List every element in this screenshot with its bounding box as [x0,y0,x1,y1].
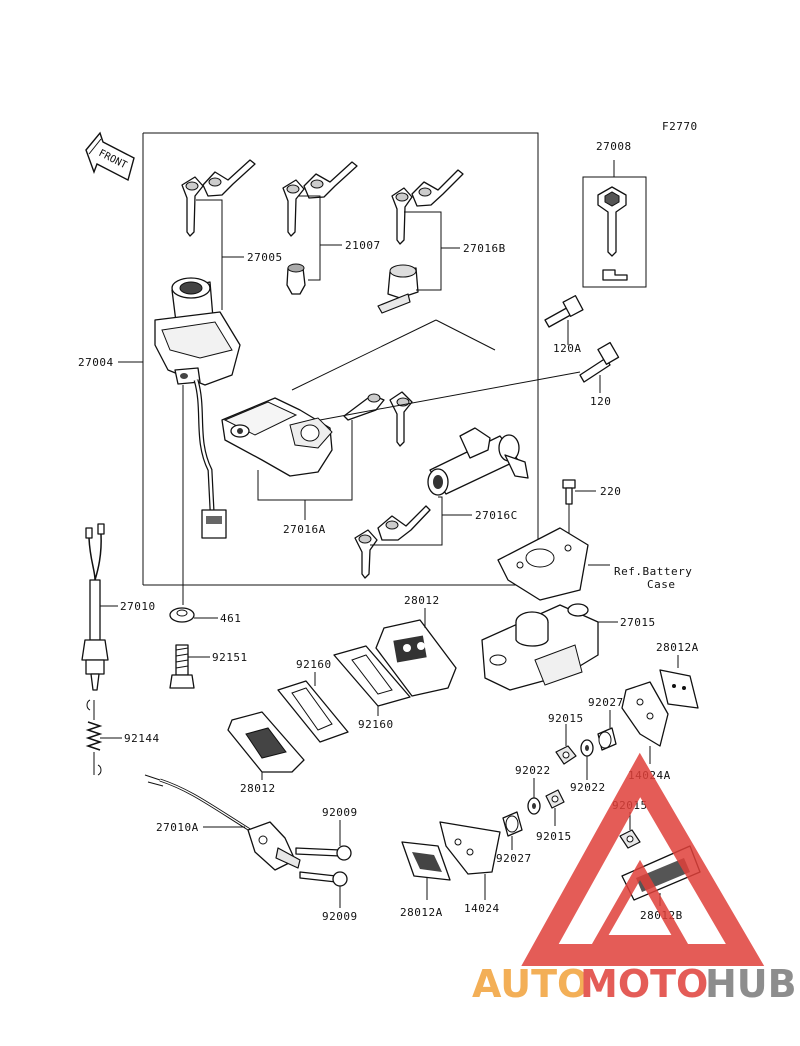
label-ref-battery-case: Case [647,578,676,591]
wire-sensor-27010 [81,523,109,691]
watermark-inner-triangle-icon [591,859,689,945]
gasket-92160-b [333,645,411,707]
bolt-92151 [169,644,195,689]
label-92027-b: 92027 [496,852,532,865]
key-set-27016B [377,169,464,314]
screw-92009-b [299,871,348,887]
label-92151: 92151 [212,651,248,664]
label-27005: 27005 [247,251,283,264]
plate-28012A-bottom [401,841,451,881]
key-set-27016C [354,505,431,579]
label-120: 120 [590,395,611,408]
spare-key-icon [597,186,628,281]
watermark-hub: HUB [705,962,797,1006]
label-92027-a: 92027 [588,696,624,709]
label-28012-top: 28012 [404,594,440,607]
label-92009-b: 92009 [322,910,358,923]
key-set-27005 [181,159,256,237]
automotohub-watermark-logo: AUTO MOTO HUB [472,752,797,1006]
bolt-120 [579,341,620,383]
label-120A: 120A [553,342,582,355]
bracket-27015 [481,603,599,691]
label-28012A-top: 28012A [656,641,699,654]
ignition-switch [154,277,241,539]
leader-27016A-top [291,319,437,391]
label-27010: 27010 [120,600,156,613]
rubber-14024 [439,821,501,875]
label-27004: 27004 [78,356,114,369]
bolt-120A [544,295,584,328]
label-27016A: 27016A [283,523,326,536]
label-92160-b: 92160 [358,718,394,731]
watermark-triangle-icon [521,752,765,966]
washer-92022-a [580,739,594,757]
screw-92009-a [295,845,352,861]
rubber-14024A [621,681,669,747]
label-28012-bottom: 28012 [240,782,276,795]
gasket-92160-a [277,680,349,743]
seat-lock-27016A [221,397,333,477]
label-27016B: 27016B [463,242,506,255]
label-92009-a: 92009 [322,806,358,819]
collar-92027-b [502,811,523,837]
label-461: 461 [220,612,241,625]
spring-92144 [85,699,103,776]
battery-case-bracket [497,527,589,601]
label-220: 220 [600,485,621,498]
label-92022-b: 92022 [570,781,606,794]
label-21007: 21007 [345,239,381,252]
plate-28012A-top [659,669,699,709]
key-set-27016A [343,391,413,447]
assembly-frame [143,132,539,586]
label-92160-a: 92160 [296,658,332,671]
nut-92015-a [555,745,577,765]
lock-cylinder-27016C [427,427,529,496]
label-92015-a: 92015 [548,712,584,725]
label-27016C: 27016C [475,509,518,522]
washer-461 [169,607,195,623]
nut-92015-b [545,789,565,809]
label-ref-battery: Ref.Battery [614,565,692,578]
leader-21007-a [298,195,321,281]
label-92015-c: 92015 [536,830,572,843]
label-92022-a: 92022 [515,764,551,777]
plate-28012-bottom [227,711,305,773]
collar-92027-a [597,727,617,751]
label-14024: 14024 [464,902,500,915]
figure-code: F2770 [662,120,698,133]
leader-27005-a [196,199,223,310]
switch-27010A [144,774,301,871]
watermark-moto: MOTO [580,962,708,1006]
label-27010A: 27010A [156,821,199,834]
label-27015: 27015 [620,616,656,629]
key-set-21007 [282,161,358,295]
nut-92015-c [619,829,641,849]
front-arrow-icon: FRONT [85,131,135,182]
washer-92022-b [527,797,541,815]
leader-27016C-bracket [370,496,443,546]
label-28012A-bottom: 28012A [400,906,443,919]
bolt-220 [562,479,576,505]
watermark-auto: AUTO [472,962,589,1006]
label-27008: 27008 [596,140,632,153]
label-92144: 92144 [124,732,160,745]
leader-27016B-a [404,211,442,291]
leader-120A-extend [435,319,496,351]
plate-28012-top [375,619,457,697]
leader-120-line [319,371,581,421]
